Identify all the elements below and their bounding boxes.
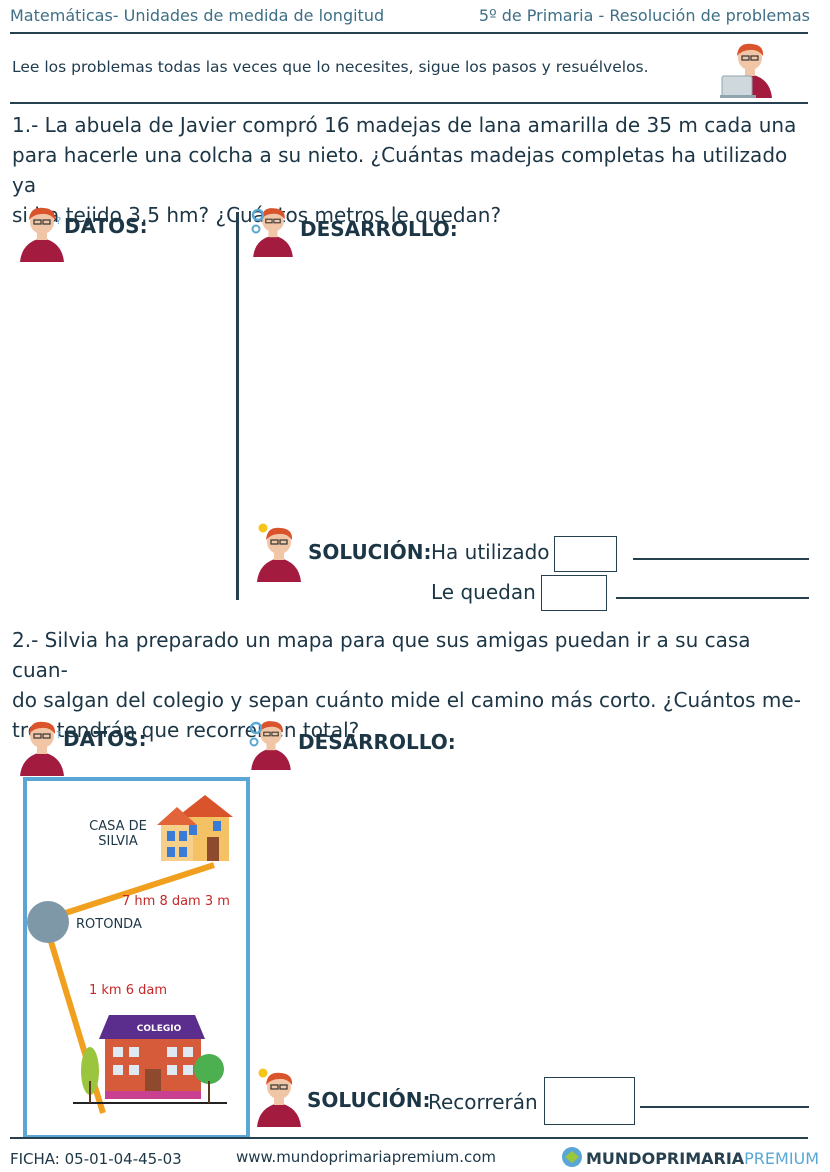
school-icon bbox=[73, 1015, 227, 1104]
footer-rule bbox=[10, 1137, 808, 1139]
footer-logo-premium: PREMIUM bbox=[744, 1149, 820, 1168]
footer-website[interactable]: www.mundoprimariapremium.com bbox=[236, 1148, 496, 1166]
measure-roundabout-school: 1 km 6 dam bbox=[89, 983, 168, 998]
problem2-line: do salgan del colegio y sepan cuánto mid… bbox=[12, 688, 801, 712]
problem1-line: para hacerle una colcha a su nieto. ¿Cuá… bbox=[12, 143, 788, 197]
header-level: 5º de Primaria - Resolución de problemas bbox=[478, 6, 810, 25]
house-label-line: SILVIA bbox=[98, 834, 138, 849]
problem1-solucion-label: SOLUCIÓN: bbox=[308, 540, 432, 564]
svg-text:?: ? bbox=[56, 216, 61, 227]
idea-boy-icon bbox=[256, 1068, 302, 1127]
school-sign: COLEGIO bbox=[137, 1024, 182, 1034]
answer-total-label: Recorrerán bbox=[428, 1090, 538, 1114]
gears-boy-icon bbox=[251, 207, 294, 258]
house-icon bbox=[157, 795, 233, 861]
map-illustration bbox=[27, 795, 233, 1114]
path-house-roundabout bbox=[52, 862, 215, 920]
problem2-datos-label: DATOS: bbox=[63, 727, 147, 751]
house-label: CASA DE SILVIA bbox=[78, 819, 158, 849]
problem2-line: 2.- Silvia ha preparado un mapa para que… bbox=[12, 628, 751, 682]
gears-boy-icon bbox=[249, 720, 292, 771]
problem2-solucion-label: SOLUCIÓN: bbox=[307, 1088, 431, 1112]
problem1-desarrollo-label: DESARROLLO: bbox=[300, 217, 458, 241]
answer-used-label: Ha utilizado bbox=[431, 540, 550, 564]
thinking-boy-icon: ? bbox=[19, 721, 64, 777]
answer-used-box[interactable] bbox=[554, 536, 617, 572]
instructions-rule bbox=[10, 102, 808, 104]
problem2-line: tros tendrán que recorrer en total? bbox=[12, 718, 360, 742]
thinking-boy-icon: ? bbox=[19, 207, 64, 263]
house-label-line: CASA DE bbox=[89, 819, 147, 834]
problem2-statement: 2.- Silvia ha preparado un mapa para que… bbox=[12, 625, 812, 745]
problem1-divider bbox=[236, 212, 239, 600]
problem1-statement: 1.- La abuela de Javier compró 16 madeja… bbox=[12, 110, 812, 230]
footer-logo: MUNDOPRIMARIAPREMIUM bbox=[586, 1149, 819, 1168]
answer-remaining-box[interactable] bbox=[541, 575, 607, 611]
answer-total-line[interactable] bbox=[640, 1106, 809, 1108]
logo-globe-icon bbox=[562, 1147, 582, 1167]
school-sign-text: COLEGIO bbox=[137, 1024, 182, 1034]
answer-total-box[interactable] bbox=[544, 1077, 635, 1125]
problem2-desarrollo-label: DESARROLLO: bbox=[298, 730, 456, 754]
header-subject: Matemáticas- Unidades de medida de longi… bbox=[10, 6, 385, 25]
answer-remaining-label: Le quedan bbox=[431, 580, 536, 604]
footer-ficha: FICHA: 05-01-04-45-03 bbox=[10, 1150, 182, 1168]
footer-logo-main: MUNDOPRIMARIA bbox=[586, 1149, 745, 1168]
problem1-line: si ha tejido 3,5 hm? ¿Cuántos metros le … bbox=[12, 203, 502, 227]
header-rule bbox=[10, 32, 808, 34]
problem1-datos-label: DATOS: bbox=[64, 214, 148, 238]
answer-remaining-line[interactable] bbox=[616, 597, 809, 599]
roundabout-icon bbox=[27, 901, 69, 943]
boy-laptop-icon bbox=[720, 43, 773, 99]
idea-boy-icon bbox=[256, 523, 302, 582]
answer-used-line[interactable] bbox=[633, 558, 809, 560]
measure-house-roundabout: 7 hm 8 dam 3 m bbox=[122, 894, 230, 909]
roundabout-label: ROTONDA bbox=[76, 917, 142, 932]
instructions-text: Lee los problemas todas las veces que lo… bbox=[12, 58, 649, 76]
problem1-line: 1.- La abuela de Javier compró 16 madeja… bbox=[12, 113, 797, 137]
svg-text:?: ? bbox=[56, 730, 61, 741]
